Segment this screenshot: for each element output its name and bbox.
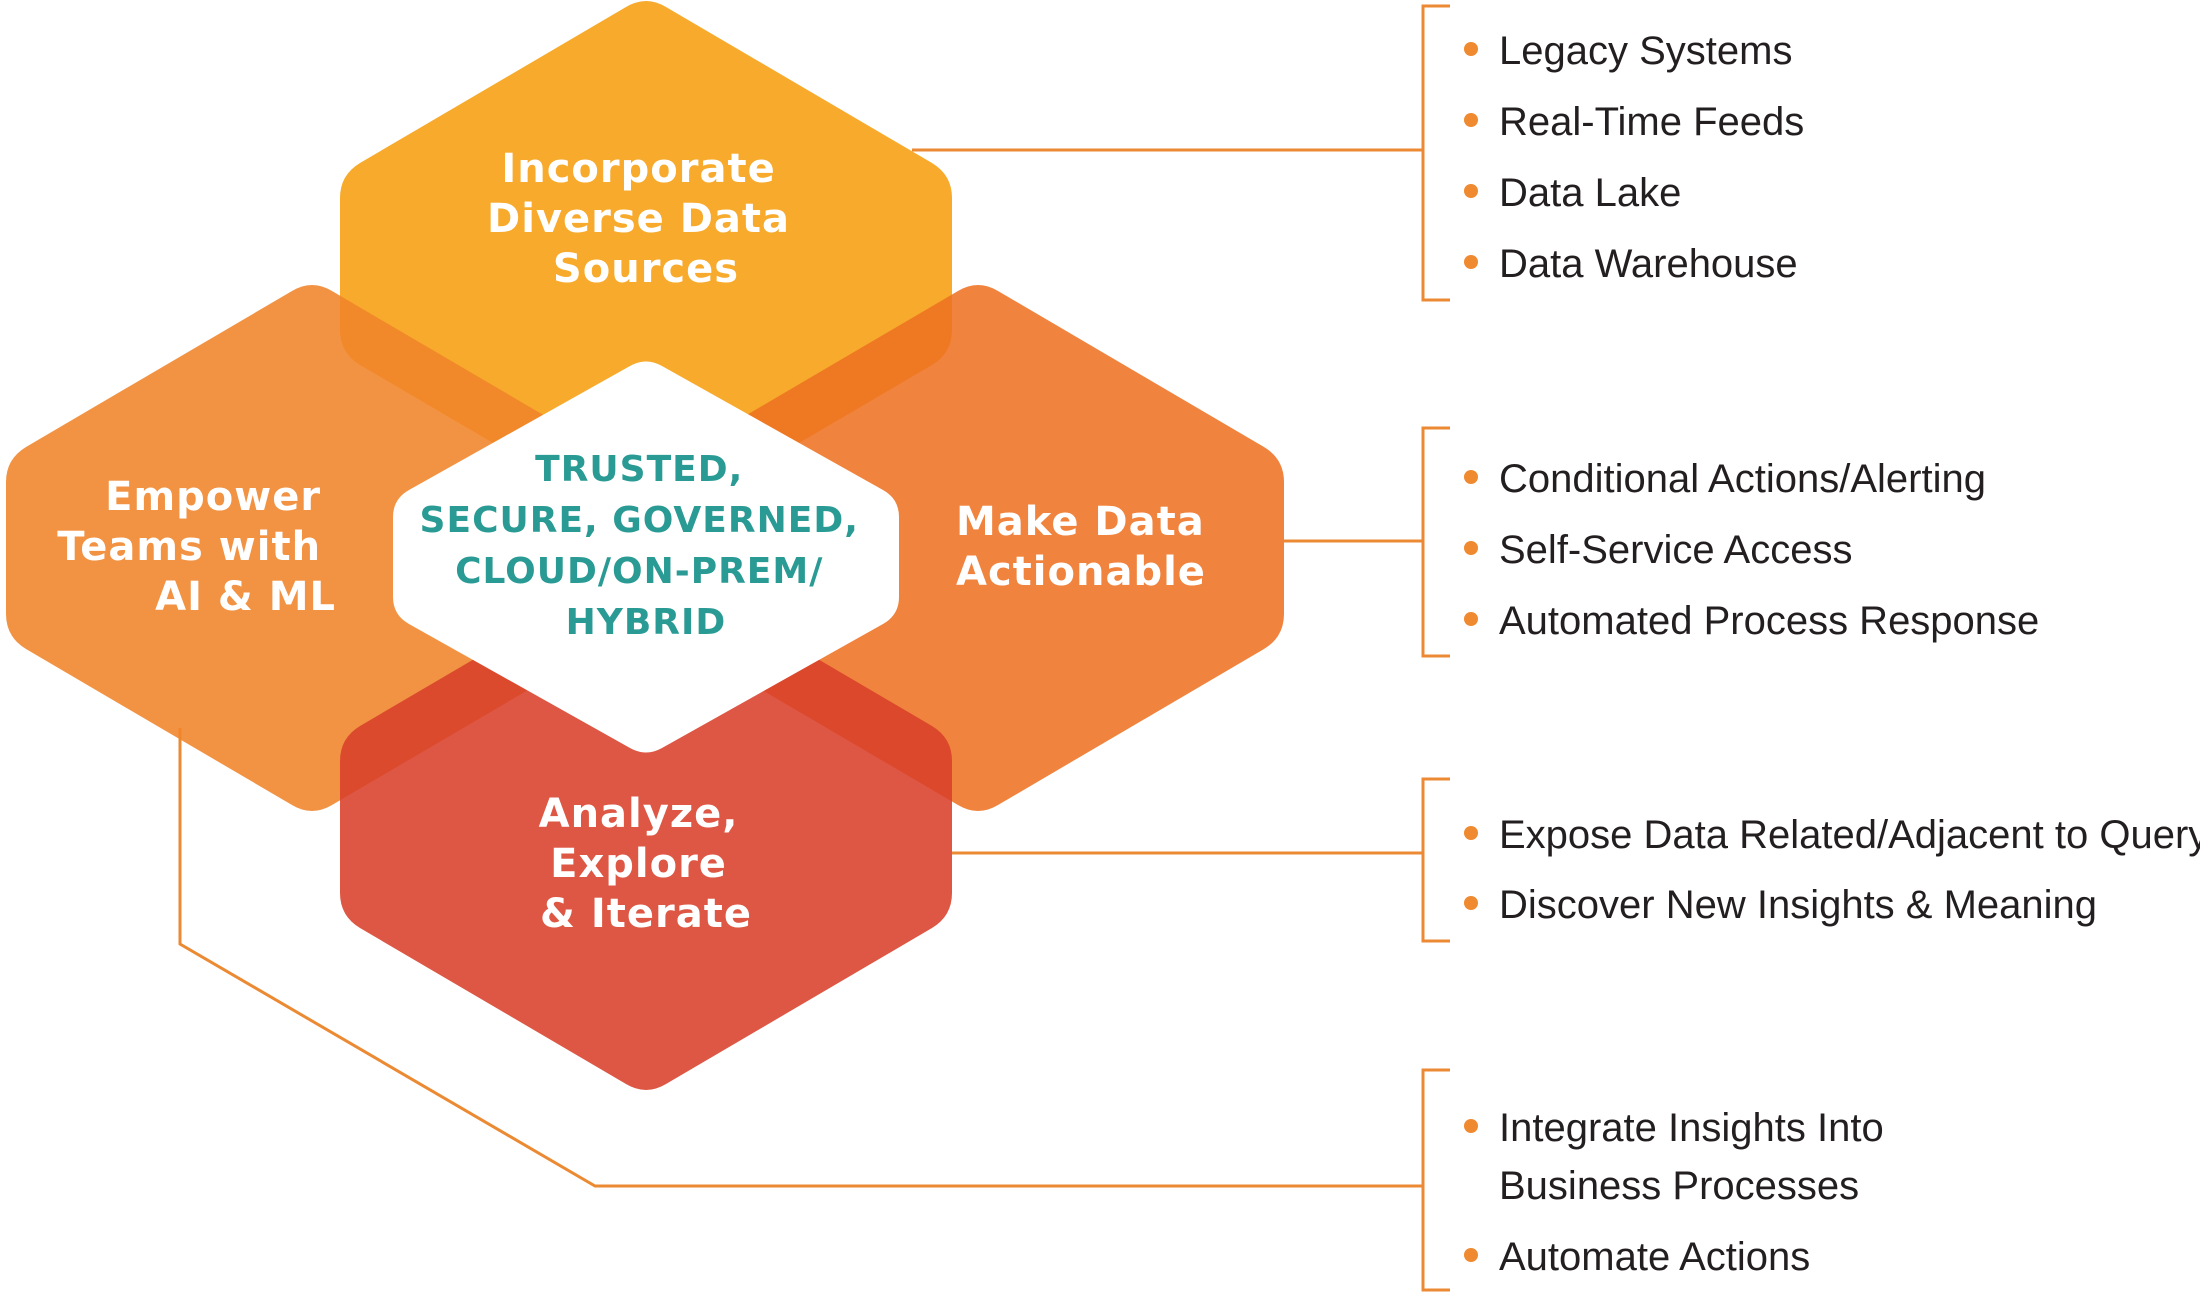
bullet-dot — [1464, 255, 1478, 269]
bullet-group-2: Conditional Actions/AlertingSelf-Service… — [1464, 457, 2039, 643]
bullet-item: Discover New Insights & Meaning — [1499, 883, 2097, 927]
bullet-dot — [1464, 1248, 1478, 1262]
bullet-group-3: Expose Data Related/Adjacent to QueryDis… — [1464, 813, 2200, 927]
connector-lines — [178, 4, 1450, 1292]
label-empower-teams: Empower Teams with AI & ML — [57, 474, 336, 620]
bullet-item: Self-Service Access — [1499, 528, 1852, 572]
bullet-dot — [1464, 1119, 1478, 1133]
bullet-dot — [1464, 826, 1478, 840]
bracket-group-2 — [1421, 426, 1450, 658]
bullet-item: Legacy Systems — [1499, 29, 1792, 73]
hexagon-center-trusted — [393, 361, 899, 753]
label-center-trusted: TRUSTED, SECURE, GOVERNED, CLOUD/ON-PREM… — [420, 449, 873, 643]
bullet-dot — [1464, 612, 1478, 626]
bullet-item: Conditional Actions/Alerting — [1499, 457, 1986, 501]
bullet-dot — [1464, 896, 1478, 910]
connector-left — [178, 728, 1423, 1188]
bullet-item: Automated Process Response — [1499, 599, 2039, 643]
label-incorporate-data: Incorporate Diverse Data Sources — [487, 146, 805, 292]
bullet-item: Data Warehouse — [1499, 242, 1798, 286]
bracket-group-1 — [1421, 4, 1450, 302]
hexagon-cluster — [6, 1, 1284, 1090]
bullet-item: Data Lake — [1499, 171, 1681, 215]
bullet-dot — [1464, 541, 1478, 555]
hexagon-labels: Incorporate Diverse Data Sources Empower… — [57, 146, 1220, 937]
bullet-item: Automate Actions — [1499, 1235, 1810, 1279]
bullet-dot — [1464, 113, 1478, 127]
bullet-item: Real-Time Feeds — [1499, 100, 1804, 144]
bracket-group-4 — [1421, 1068, 1450, 1292]
hexagon-analyze-explore — [340, 564, 952, 1090]
label-make-actionable: Make Data Actionable — [956, 499, 1220, 595]
bullet-dot — [1464, 184, 1478, 198]
bullet-dot — [1464, 470, 1478, 484]
label-analyze-explore: Analyze, Explore & Iterate — [539, 791, 754, 937]
bracket-group-3 — [1421, 777, 1450, 943]
bullet-item: Expose Data Related/Adjacent to Query — [1499, 813, 2200, 857]
bullet-dot — [1464, 42, 1478, 56]
